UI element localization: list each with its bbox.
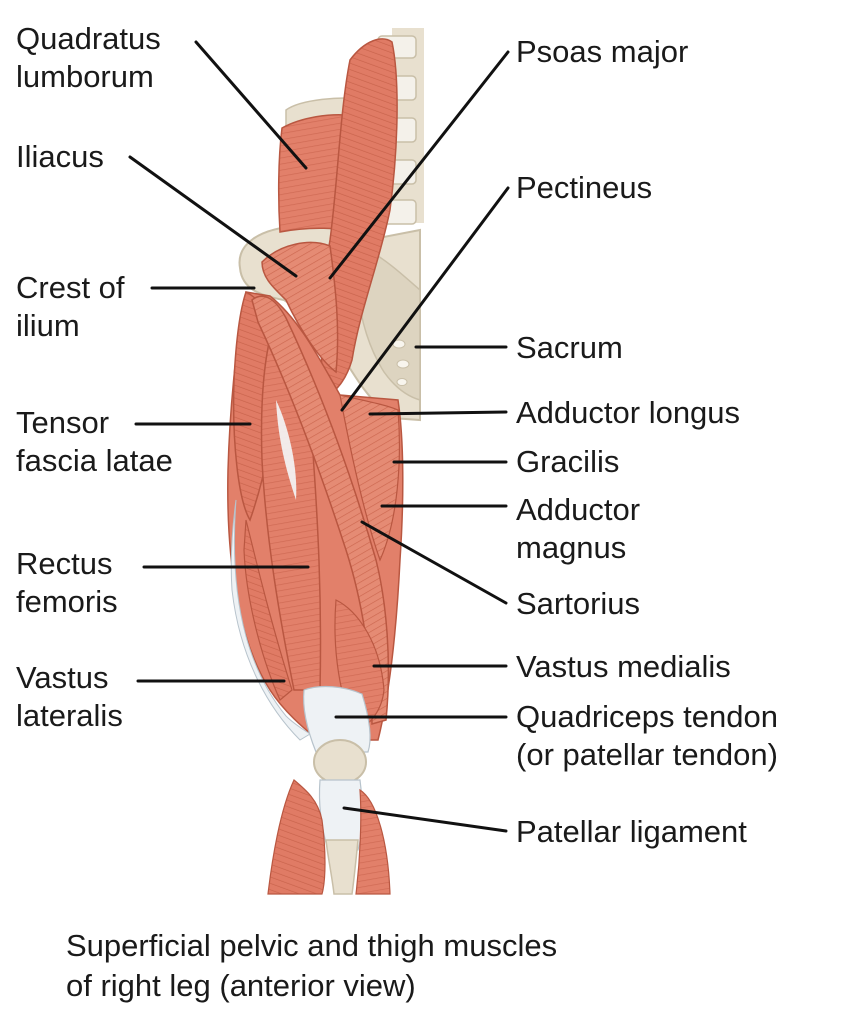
- patella: [313, 739, 367, 785]
- label-adductor-longus: Adductor longus: [516, 395, 741, 430]
- label-iliacus: Iliacus: [16, 139, 104, 174]
- label-psoas-major: Psoas major: [516, 34, 689, 69]
- label-sartorius: Sartorius: [516, 586, 641, 621]
- leader-sartorius: [360, 520, 508, 605]
- figure-caption: Superficial pelvic and thigh muscles of …: [66, 928, 558, 1003]
- leader-lines: [128, 40, 510, 833]
- leader-psoas-major: [328, 50, 510, 280]
- label-pectineus: Pectineus: [516, 170, 653, 205]
- vastus-lateralis-muscle: [243, 519, 293, 701]
- leader-quadratus-lumborum: [194, 40, 308, 170]
- tibia: [325, 839, 359, 895]
- label-adductor-magnus: Adductor magnus: [516, 492, 641, 565]
- adductor-group-muscles: [339, 394, 401, 562]
- label-vastus-lateralis: Vastus lateralis: [16, 660, 123, 733]
- label-gracilis: Gracilis: [516, 444, 620, 479]
- label-vastus-medialis: Vastus medialis: [516, 649, 731, 684]
- leader-pectineus: [340, 186, 510, 412]
- label-patellar-ligament: Patellar ligament: [516, 814, 747, 849]
- label-sacrum: Sacrum: [516, 330, 623, 365]
- label-rectus-femoris: Rectus femoris: [16, 546, 118, 619]
- quadriceps-tendon: [303, 685, 371, 753]
- iliotibial-tract: [230, 499, 311, 741]
- lower-leg-lateral-muscle: [267, 779, 326, 895]
- psoas-major-muscle: [320, 38, 398, 398]
- label-crest-of-ilium: Crest of ilium: [16, 270, 125, 343]
- label-tensor-fascia-latae: Tensor fascia latae: [16, 405, 173, 478]
- leader-iliacus: [128, 155, 298, 278]
- label-quadratus-lumborum: Quadratus lumborum: [16, 21, 161, 94]
- iliacus-muscle: [261, 241, 339, 374]
- lower-leg-medial-muscle: [355, 788, 391, 895]
- leader-adductor-longus: [368, 410, 508, 416]
- leader-patellar-ligament: [342, 806, 508, 833]
- label-quadriceps-tendon: Quadriceps tendon (or patellar tendon): [516, 699, 778, 772]
